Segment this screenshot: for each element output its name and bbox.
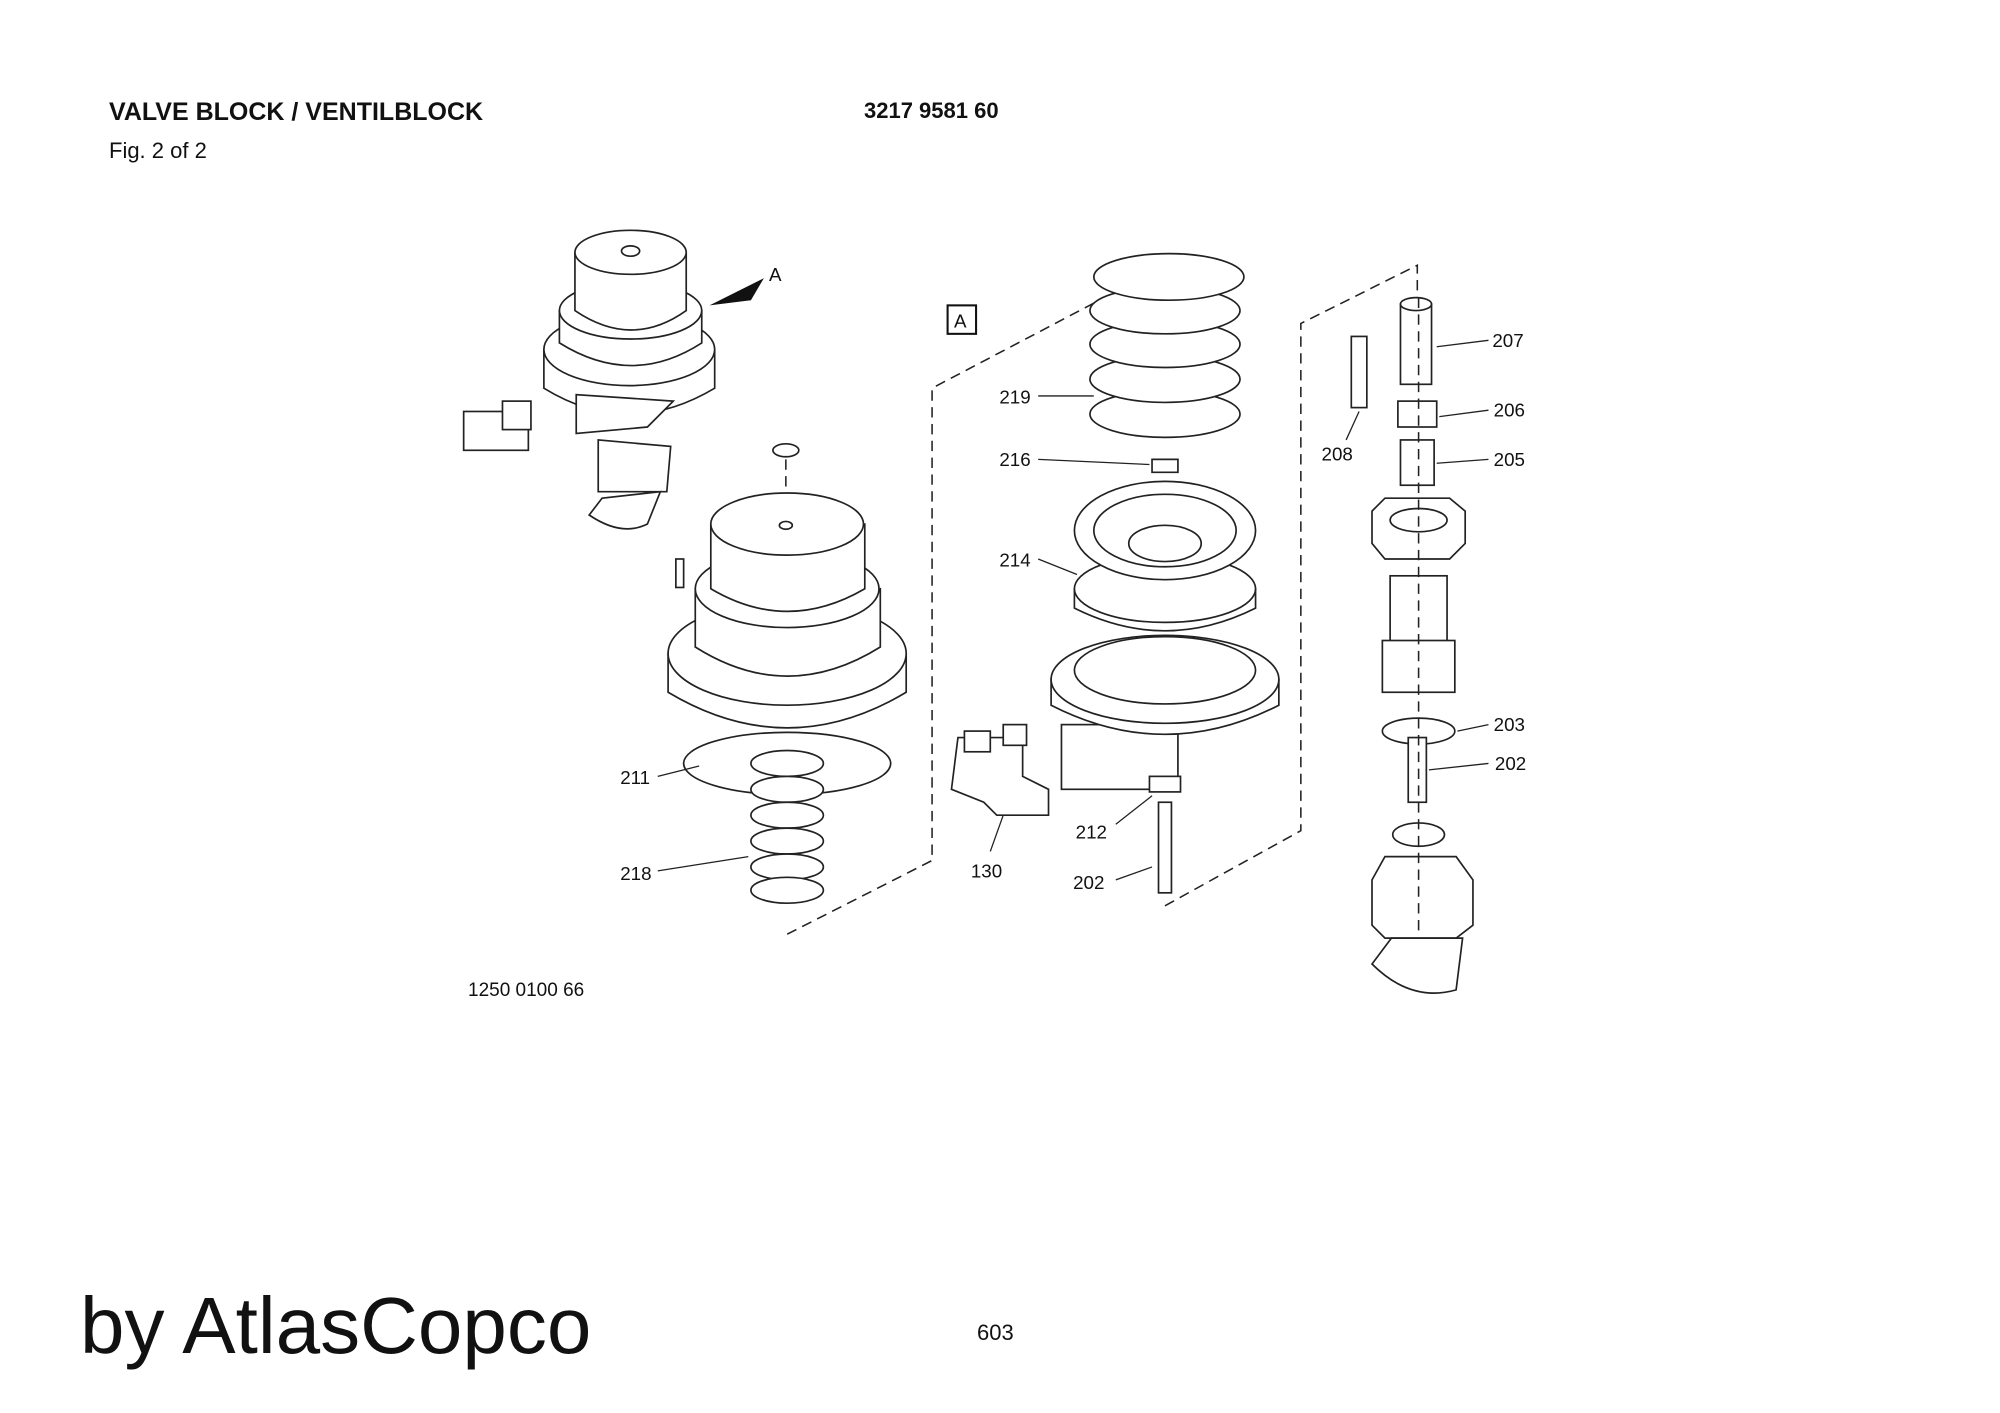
callout-211: 211 — [620, 767, 650, 788]
callout-205: 205 — [1494, 449, 1525, 470]
callout-130: 130 — [971, 860, 1002, 881]
spring-218 — [750, 749, 825, 905]
callout-203: 203 — [1494, 714, 1525, 735]
callout-219: 219 — [999, 387, 1030, 408]
callout-212: 212 — [1076, 821, 1107, 842]
figure-number: Fig. 2 of 2 — [109, 138, 207, 163]
spring-219 — [1089, 252, 1245, 439]
callout-labels: 219 216 214 211 218 130 212 202 207 206 … — [620, 330, 1526, 893]
drawing-number: 1250 0100 66 — [468, 980, 585, 1001]
callout-208: 208 — [1322, 444, 1353, 465]
callout-leaders — [657, 339, 1489, 881]
page-number: 603 — [977, 1320, 1014, 1345]
detail-box-label: A — [954, 310, 967, 331]
part-number: 3217 9581 60 — [864, 98, 999, 123]
actuator-cover-illustration — [667, 442, 908, 905]
callout-216: 216 — [999, 449, 1030, 470]
brand-watermark: by AtlasCopco — [80, 1281, 592, 1370]
detail-box — [946, 304, 978, 335]
callout-206: 206 — [1494, 400, 1525, 421]
assembled-valve-illustration: A — [462, 229, 782, 530]
callout-202-right: 202 — [1495, 753, 1526, 774]
detail-marker-label: A — [769, 264, 782, 285]
callout-214: 214 — [999, 550, 1030, 571]
callout-207: 207 — [1492, 330, 1523, 351]
callout-218: 218 — [620, 863, 651, 884]
callout-202: 202 — [1073, 872, 1104, 893]
cartridge-parts-illustration — [1350, 296, 1474, 994]
document-title: VALVE BLOCK / VENTILBLOCK — [109, 98, 484, 126]
valve-body-illustration — [950, 458, 1280, 894]
